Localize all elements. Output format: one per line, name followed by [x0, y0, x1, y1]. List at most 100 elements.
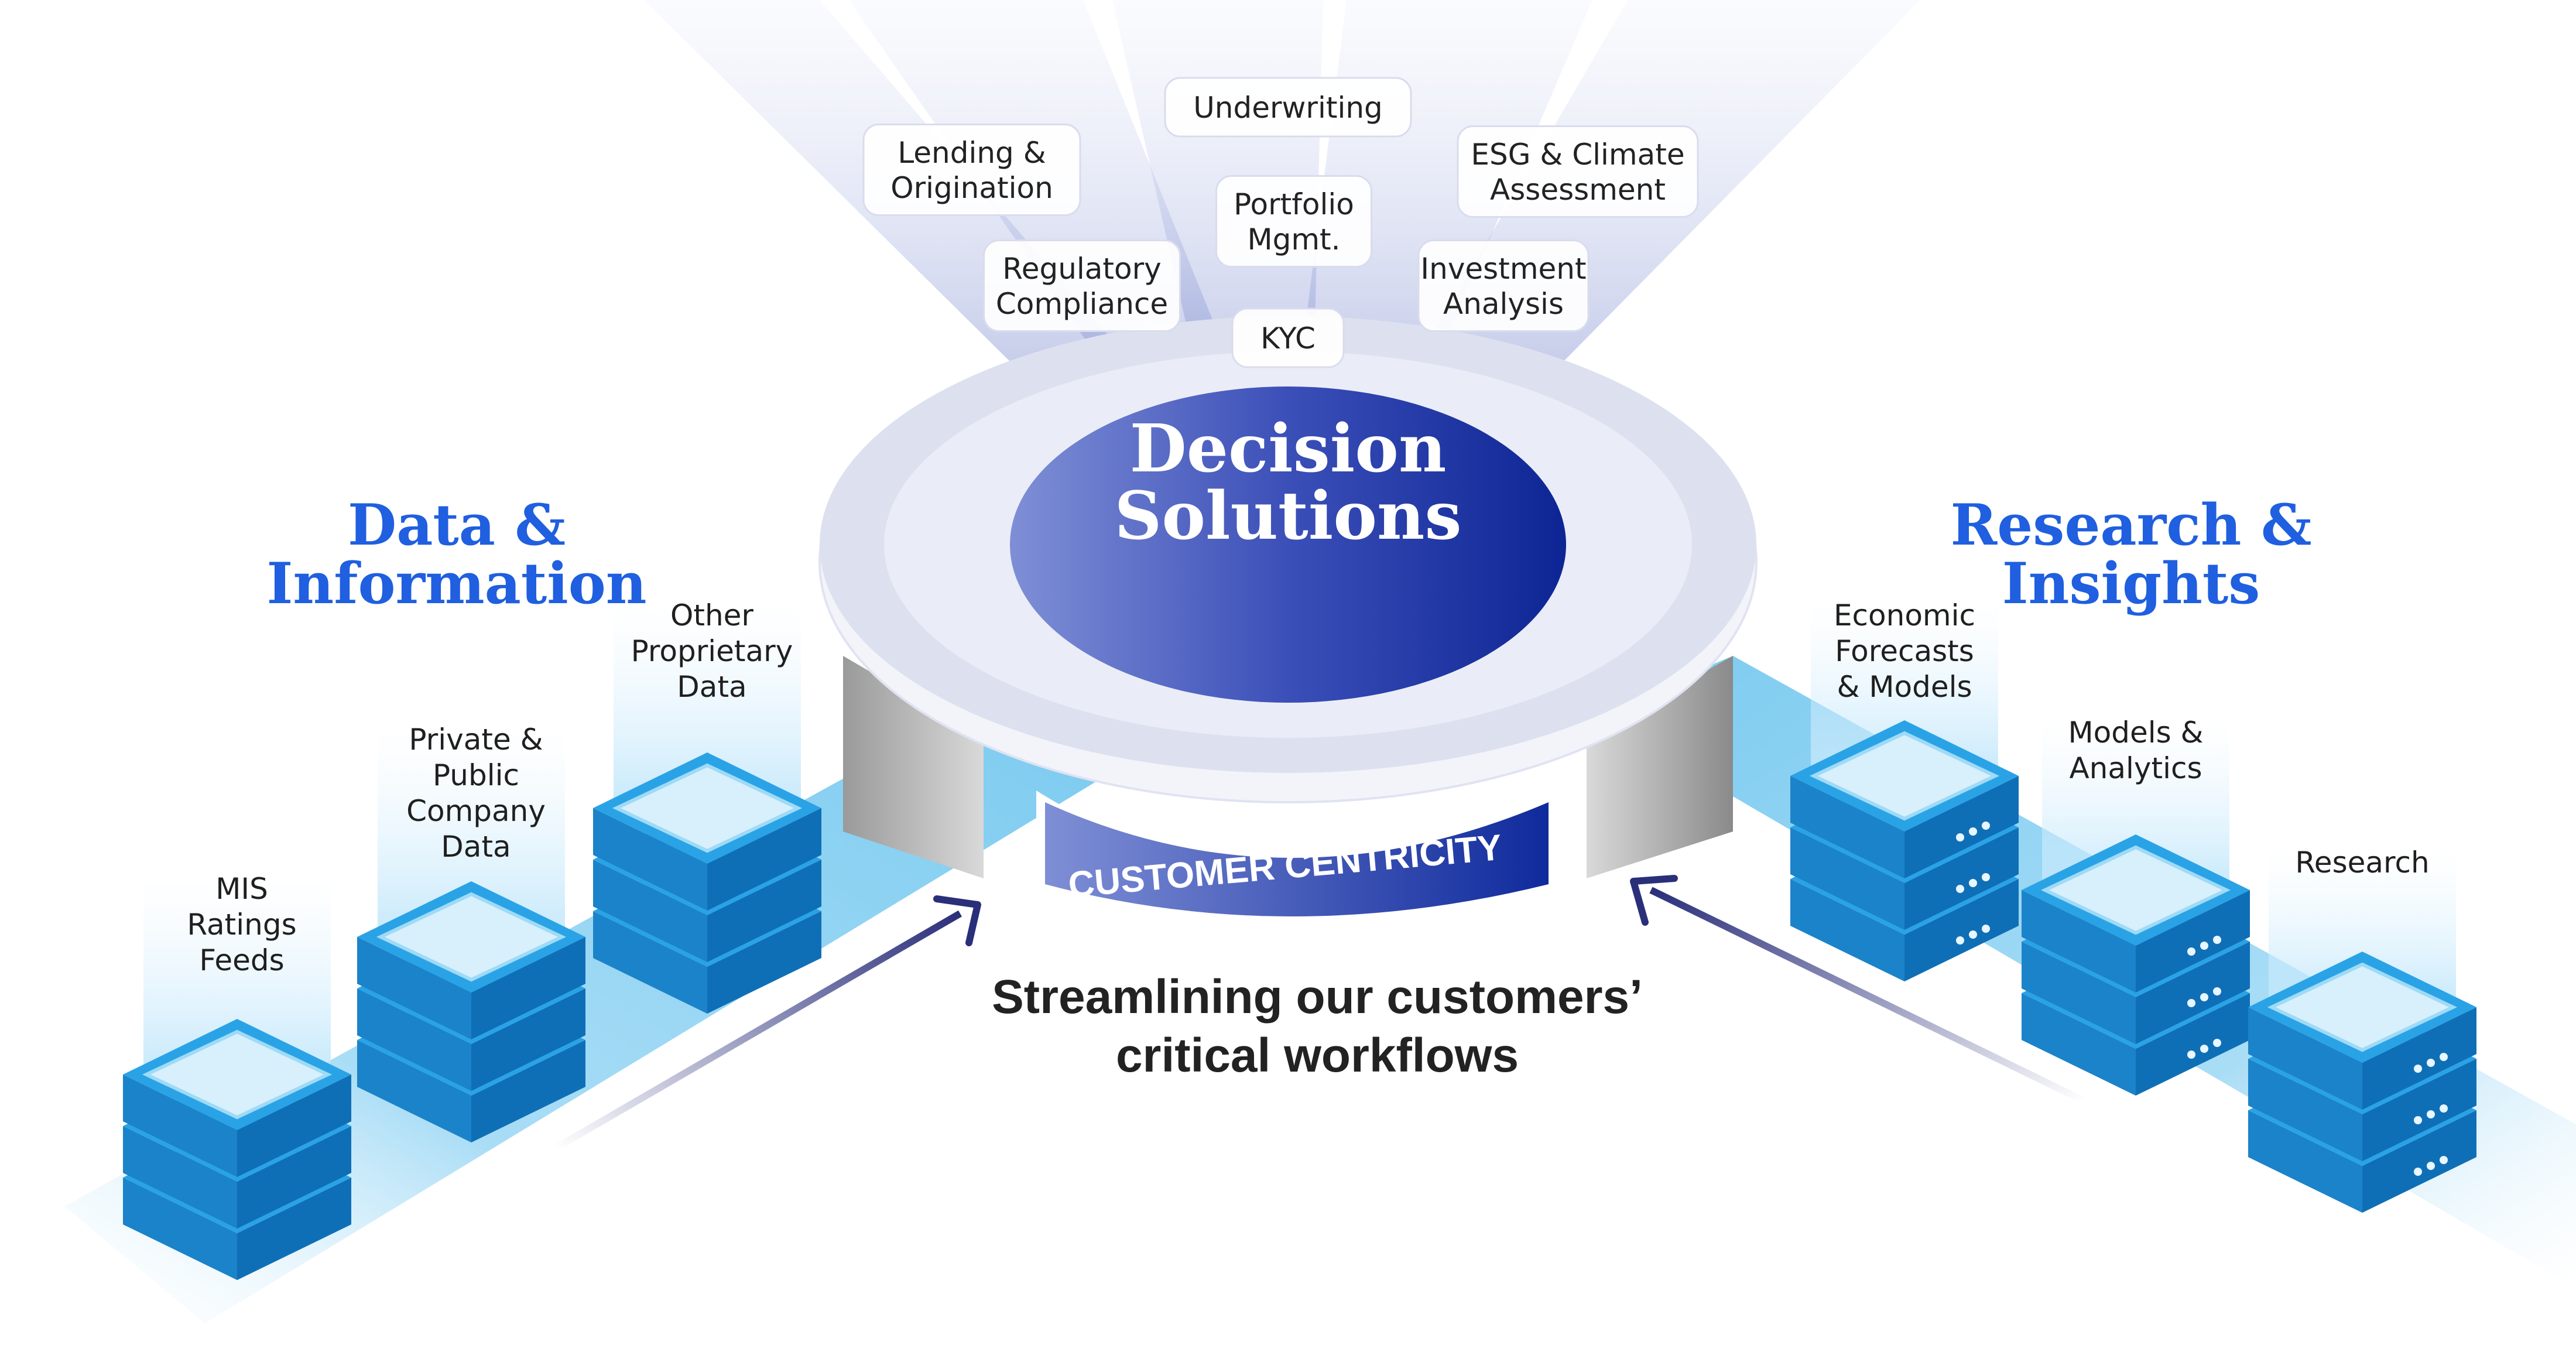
- layer-left-face: [2248, 1059, 2362, 1161]
- data-stack: [2022, 719, 2250, 1096]
- layer-right-face: [471, 988, 585, 1091]
- server-light: [2187, 947, 2195, 956]
- stack-label-line: MIS: [215, 872, 268, 906]
- pill-label-line: Assessment: [1490, 173, 1666, 207]
- right-section-title-line1: Research &: [1950, 492, 2311, 558]
- stack-layer: [357, 881, 585, 1039]
- server-light: [2427, 1110, 2435, 1118]
- left-section-title-line2: Information: [266, 550, 646, 617]
- stack-label-line: Models &: [2068, 716, 2203, 750]
- left-section-title-line1: Data &: [348, 492, 566, 558]
- pill-label-line: Regulatory: [1002, 252, 1162, 286]
- layer-right-face: [707, 808, 821, 911]
- server-light: [2200, 1045, 2208, 1053]
- data-stack: [123, 875, 351, 1280]
- pill-label-line: Underwriting: [1193, 91, 1383, 125]
- server-light: [2427, 1162, 2435, 1170]
- layer-left-face: [1790, 879, 1904, 981]
- stack-layer: [2022, 834, 2250, 993]
- pill-background: [983, 239, 1181, 332]
- pill-background: [1164, 77, 1412, 138]
- server-light: [1982, 925, 1990, 933]
- server-light: [1969, 827, 1977, 836]
- layer-right-face: [1904, 776, 2019, 878]
- server-light: [2187, 1051, 2195, 1059]
- layer-left-face: [1790, 776, 1904, 878]
- server-light: [1956, 885, 1964, 893]
- server-light: [2200, 993, 2208, 1001]
- pill-background: [1417, 239, 1590, 332]
- layer-right-face: [1904, 827, 2019, 930]
- pill-label-line: Origination: [890, 171, 1053, 205]
- layer-left-face: [593, 808, 707, 911]
- customer-centricity-banner: CUSTOMER CENTRICITY: [1036, 791, 1557, 928]
- layer-left-face: [357, 988, 471, 1091]
- stack-label-line: Company: [406, 794, 546, 828]
- pill-background: [862, 124, 1081, 216]
- server-light: [2414, 1168, 2422, 1176]
- server-light: [2440, 1053, 2448, 1061]
- stack-tray: [612, 763, 803, 853]
- pill-label-line: Lending &: [898, 136, 1046, 170]
- tagline-line1: Streamlining our customers’: [992, 970, 1643, 1024]
- center-title-line2: Solutions: [1114, 478, 1461, 555]
- stack-tray: [376, 892, 567, 982]
- stack-label-line: Feeds: [199, 943, 284, 977]
- server-light: [2187, 999, 2195, 1007]
- pill-label-line: Portfolio: [1234, 187, 1354, 221]
- layer-right-face: [1904, 879, 2019, 981]
- stack-tray: [2267, 962, 2458, 1052]
- server-light: [2440, 1104, 2448, 1113]
- pill-label-line: Analysis: [1443, 287, 1564, 321]
- server-light: [1956, 936, 1964, 945]
- workflow-pill: Lending &Origination: [862, 124, 1081, 216]
- layer-right-face: [471, 1040, 585, 1142]
- workflow-pill: KYC: [1231, 307, 1345, 368]
- layer-left-face: [1790, 827, 1904, 930]
- server-light: [2427, 1059, 2435, 1067]
- layer-right-face: [471, 937, 585, 1039]
- layer-right-face: [237, 1126, 351, 1229]
- stack-tray: [1809, 731, 2000, 821]
- stack-label-line: Public: [433, 758, 519, 792]
- server-light: [2414, 1116, 2422, 1124]
- server-light: [1982, 873, 1990, 881]
- stack-label-line: Ratings: [187, 908, 296, 942]
- layer-left-face: [2022, 942, 2136, 1044]
- layer-right-face: [2362, 1110, 2476, 1213]
- pill-label-line: ESG & Climate: [1471, 138, 1684, 172]
- layer-left-face: [2022, 890, 2136, 993]
- stack-tray: [2040, 845, 2231, 935]
- layer-right-face: [2136, 890, 2250, 993]
- layer-left-face: [357, 1040, 471, 1142]
- stack-label-line: Economic: [1834, 598, 1975, 632]
- stack-label-line: Private &: [409, 723, 543, 757]
- pill-label-line: Compliance: [996, 287, 1168, 321]
- server-light: [2213, 987, 2221, 995]
- pill-label-line: Investment: [1420, 252, 1586, 286]
- right-arrow: [1630, 875, 2086, 1104]
- stack-label-line: Analytics: [2069, 751, 2202, 785]
- pill-background: [1215, 175, 1372, 268]
- stack-label-line: Research: [2295, 846, 2429, 880]
- data-stack: [1790, 602, 2019, 981]
- layer-right-face: [707, 860, 821, 962]
- platform: [818, 316, 1758, 878]
- right-section-title-line2: Insights: [2002, 550, 2260, 617]
- layer-right-face: [2136, 942, 2250, 1044]
- server-light: [2440, 1156, 2448, 1164]
- server-light: [1969, 879, 1977, 887]
- data-stack: [357, 726, 585, 1142]
- data-stack: [2248, 849, 2476, 1213]
- pill-background: [1231, 307, 1345, 368]
- pill-label-line: Mgmt.: [1247, 223, 1340, 256]
- layer-left-face: [2022, 993, 2136, 1096]
- layer-right-face: [2362, 1007, 2476, 1110]
